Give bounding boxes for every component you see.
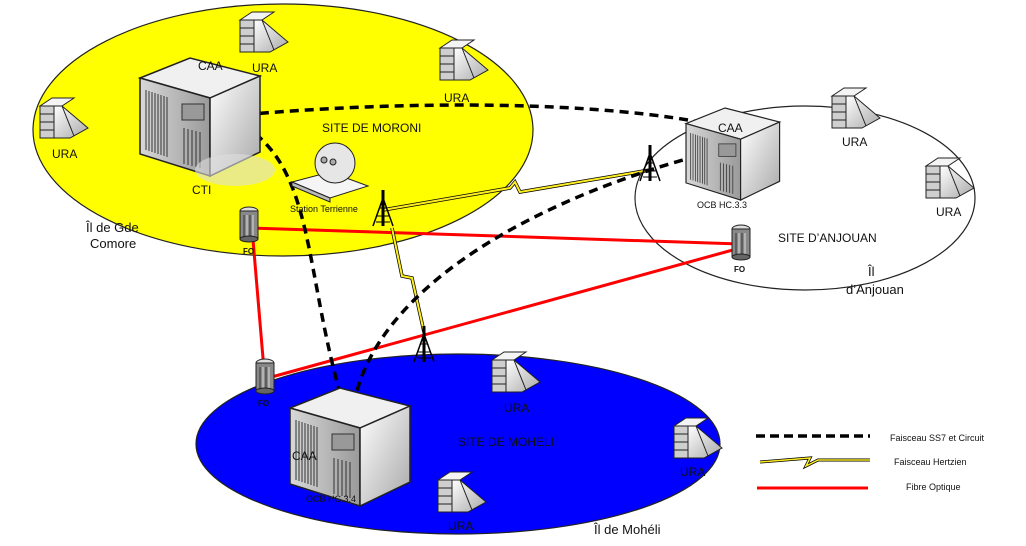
legend-hertzien-label: Faisceau Hertzien [894,457,967,467]
moheli-name-label: Îl de Mohéli [593,522,661,537]
fibre-moheli-anjouan [267,246,741,380]
legend-fibre-label: Fibre Optique [906,482,961,492]
fo-icon [255,358,275,395]
legend: Faisceau SS7 et Circuit Faisceau Hertzie… [756,433,985,492]
fo-label: FO [258,399,269,408]
fo-icon [239,206,259,243]
fibre-moroni-moheli [250,227,266,371]
ura-label: URA [680,465,705,479]
legend-ss7-label: Faisceau SS7 et Circuit [890,433,985,443]
moroni-switch-top-label: CAA [198,59,223,73]
ss7-moroni-anjouan [229,103,721,128]
ura-label: URA [444,91,469,105]
ura-label: URA [504,401,529,415]
ura-label: URA [448,519,473,533]
grande-comore-name-line2: Comore [90,236,136,251]
fo-label: FO [243,247,254,256]
moroni-site-label: SITE DE MORONI [322,121,421,135]
station-terrienne-label: Station Terrienne [290,204,358,214]
ura-label: URA [842,135,867,149]
ss7-moheli-anjouan [350,148,721,421]
grande-comore-name-line1: Îl de Gde [85,220,139,235]
fibre-optique-links [250,226,741,380]
fo-icon [731,224,751,261]
island-grande-comore [32,3,534,257]
fibre-moroni-anjouan [251,226,741,246]
ura-label: URA [52,147,77,161]
anjouan-name-line1: Îl [867,264,875,279]
anjouan-switch-top-label: CAA [718,121,743,135]
legend-hertzien-swatch [759,456,870,470]
faisceau-hertzien-links [382,168,651,333]
ura-icon [831,87,881,129]
moheli-site-label: SITE DE MOHELI [458,435,554,449]
moroni-switch-bottom-label: CTI [192,183,211,197]
moheli-switch-top-label: CAA [292,449,317,463]
switch-ocb-hc34-icon [289,387,411,507]
ura-label: URA [252,61,277,75]
anjouan-name-line2: d’Anjouan [846,282,904,297]
ura-label: URA [936,205,961,219]
fo-label: FO [734,265,745,274]
anjouan-switch-bottom-label: OCB HC.3.3 [697,200,747,210]
satellite-dish-icon [290,142,370,203]
moheli-switch-bottom-label: OCB HC.3.4 [306,494,356,504]
anjouan-site-label: SITE D’ANJOUAN [778,231,877,245]
